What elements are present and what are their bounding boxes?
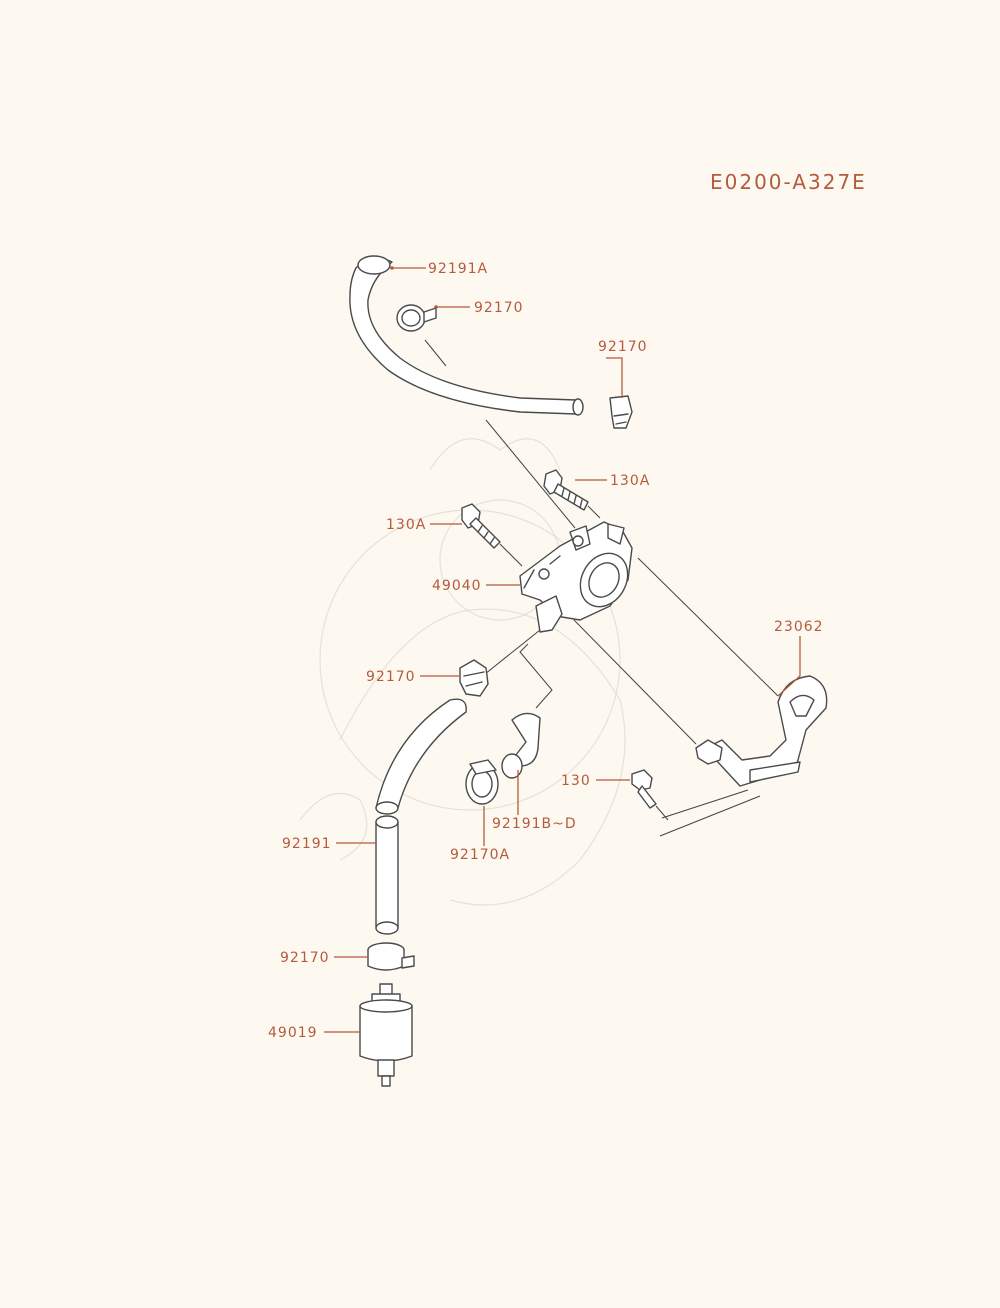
clamp-92170-right-drawing bbox=[609, 395, 633, 429]
label-130A-left: 130A bbox=[386, 517, 426, 533]
label-92170-top: 92170 bbox=[474, 300, 524, 316]
bracket-23062-drawing bbox=[695, 675, 828, 787]
fuel-filter-49019-drawing bbox=[359, 983, 413, 1087]
hose-92191-drawing bbox=[375, 815, 399, 935]
clamp-92170A-drawing bbox=[465, 759, 499, 805]
label-92170-bottom: 92170 bbox=[280, 950, 330, 966]
hose-92191BD-drawing bbox=[501, 712, 541, 779]
clamp-92170-mid-drawing bbox=[459, 659, 489, 697]
label-49019: 49019 bbox=[268, 1025, 318, 1041]
label-49040: 49040 bbox=[432, 578, 482, 594]
bolt-130A-right-drawing bbox=[543, 469, 589, 511]
fuel-pump-49040-drawing bbox=[519, 521, 633, 633]
hose-92191A-drawing bbox=[349, 255, 584, 416]
label-130: 130 bbox=[561, 773, 591, 789]
leader-lines bbox=[324, 266, 801, 1033]
label-92191A: 92191A bbox=[428, 261, 488, 277]
clamp-92170-top-drawing bbox=[396, 304, 437, 332]
label-130A-right: 130A bbox=[610, 473, 650, 489]
diagram-code: E0200-A327E bbox=[710, 170, 867, 194]
bolt-130-drawing bbox=[631, 769, 657, 809]
clamp-92170-bottom-drawing bbox=[367, 942, 415, 971]
label-92191: 92191 bbox=[282, 836, 332, 852]
hose-lower-bent-drawing bbox=[375, 698, 467, 815]
label-92170-mid: 92170 bbox=[366, 669, 416, 685]
label-92170-right: 92170 bbox=[598, 339, 648, 355]
label-92170A: 92170A bbox=[450, 847, 510, 863]
bolt-130A-left-drawing bbox=[461, 503, 501, 549]
label-92191B-D: 92191B~D bbox=[492, 816, 577, 832]
label-23062: 23062 bbox=[774, 619, 824, 635]
